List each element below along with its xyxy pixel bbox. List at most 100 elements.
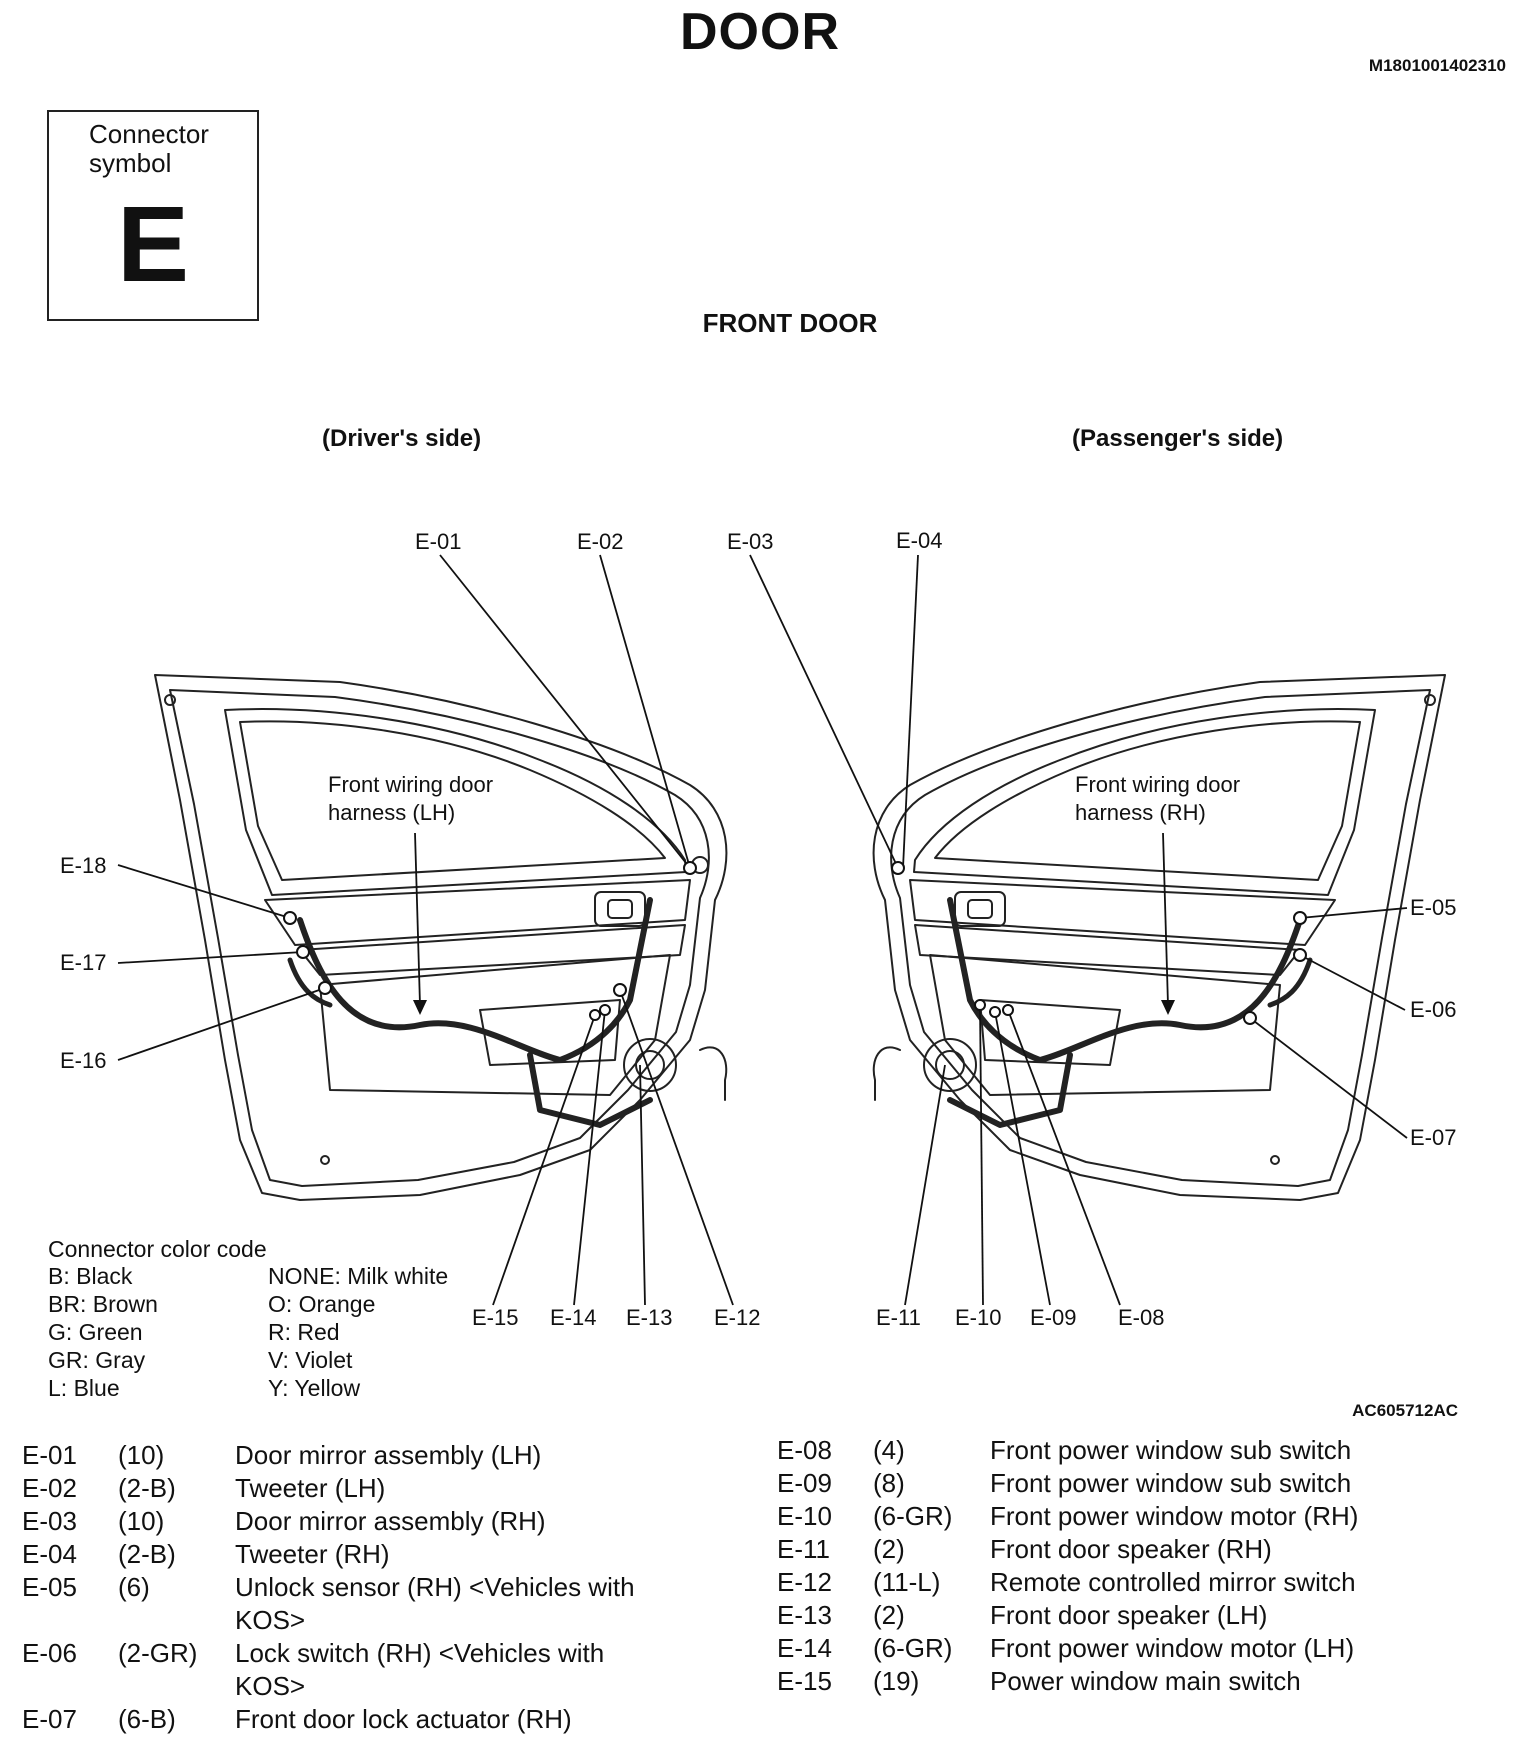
connector-marker [1293,911,1307,925]
connector-desc: Front door speaker (RH) [990,1534,1272,1564]
leader-line [117,951,304,964]
leader-line [573,1009,606,1306]
leader-line [1249,1017,1408,1139]
driver-door-drawing [154,674,728,1201]
color-code-item: Y: Yellow [268,1375,361,1401]
connector-id: E-02 [22,1473,77,1503]
color-code-item: BR: Brown [48,1291,158,1317]
callout-label: E-01 [415,529,461,554]
connector-spec: (2-B) [118,1539,176,1569]
callout-label: E-13 [626,1305,672,1330]
leader-line [639,1064,646,1306]
connector-marker [599,1004,611,1016]
callout-label: E-02 [577,529,623,554]
callout-label: E-10 [955,1305,1001,1330]
connector-spec: (2-B) [118,1473,176,1503]
connector-desc: Front power window motor (RH) [990,1501,1359,1531]
connector-desc: Remote controlled mirror switch [990,1567,1356,1597]
connector-marker [613,983,627,997]
leader-line [902,554,919,869]
connector-id: E-06 [22,1638,77,1668]
color-code-item: NONE: Milk white [268,1263,449,1289]
callout-label: E-08 [1118,1305,1164,1330]
connector-marker [974,999,986,1011]
connector-marker [1002,1004,1014,1016]
color-code-item: O: Orange [268,1291,376,1317]
document-id: M1801001402310 [1368,56,1506,75]
connector-desc: Lock switch (RH) <Vehicles with [235,1638,605,1668]
color-code-item: B: Black [48,1263,133,1289]
leader-line [979,1004,984,1306]
connector-id: E-04 [22,1539,77,1569]
leader-line [492,1014,596,1306]
connector-desc: Tweeter (LH) [235,1473,386,1503]
connector-marker [283,911,297,925]
connector-desc: Front power window sub switch [990,1468,1352,1498]
harness-lh-line2: harness (LH) [328,800,455,825]
callout-label: E-09 [1030,1305,1076,1330]
connector-desc: Power window main switch [990,1666,1301,1696]
callout-label: E-17 [60,950,106,975]
section-title: FRONT DOOR [702,308,878,338]
connector-spec: (6-GR) [873,1501,953,1531]
color-code-item: V: Violet [268,1347,353,1373]
color-code-item: L: Blue [48,1375,120,1401]
leader-line [599,554,691,869]
leader-line [619,989,734,1306]
connector-id: E-12 [777,1567,832,1597]
connector-desc-continued: KOS> [235,1605,306,1635]
driver-side-label: (Driver's side) [322,425,482,452]
callout-label: E-16 [60,1048,106,1073]
connector-desc: Front power window motor (LH) [990,1633,1355,1663]
connector-spec: (19) [873,1666,920,1696]
connector-id: E-09 [777,1468,832,1498]
callout-label: E-06 [1410,997,1456,1022]
connector-spec: (10) [118,1440,165,1470]
leader-line [1007,1009,1121,1306]
connector-symbol-label-line2: symbol [89,148,172,178]
connector-marker [296,945,310,959]
door-wiring-diagram: E-01 E-02 E-03 E-04 E-05 E-06 E-07 E-08 … [60,528,1456,1330]
connector-marker [683,861,697,875]
connector-spec: (8) [873,1468,905,1498]
color-code-item: R: Red [268,1319,340,1345]
connector-spec: (4) [873,1435,905,1465]
color-code-item: GR: Gray [48,1347,146,1373]
leader-line [1299,907,1408,919]
connector-symbol-label: Connector symbol [89,120,209,178]
passenger-door-drawing [872,674,1446,1201]
leader-line [117,864,291,919]
harness-rh-line2: harness (RH) [1075,800,1206,825]
callout-label: E-12 [714,1305,760,1330]
connector-desc: Door mirror assembly (RH) [235,1506,546,1536]
connector-id: E-01 [22,1440,77,1470]
connector-symbol-box: Connector symbol E [47,110,259,321]
callout-label: E-05 [1410,895,1456,920]
connector-marker [1243,1011,1257,1025]
connector-spec: (2) [873,1600,905,1630]
connector-spec: (6-GR) [873,1633,953,1663]
connector-desc: Front door lock actuator (RH) [235,1704,572,1734]
leader-line [1299,954,1406,1011]
connector-marker [989,1006,1001,1018]
harness-rh-line1: Front wiring door [1075,772,1240,797]
color-code-item: G: Green [48,1319,143,1345]
connector-id: E-14 [777,1633,832,1663]
connector-id: E-15 [777,1666,832,1696]
callout-label: E-14 [550,1305,596,1330]
arrow-head [413,1000,427,1015]
callout-label: E-04 [896,528,942,553]
connector-desc: Tweeter (RH) [235,1539,390,1569]
passenger-side-label: (Passenger's side) [1072,425,1284,452]
leader-line [994,1011,1051,1306]
leader-line [439,554,691,869]
callout-label: E-07 [1410,1125,1456,1150]
connector-marker [1293,948,1307,962]
connector-id: E-03 [22,1506,77,1536]
connector-id: E-10 [777,1501,832,1531]
connector-marker [318,981,332,995]
callout-label: E-03 [727,529,773,554]
connector-desc: Unlock sensor (RH) <Vehicles with [235,1572,635,1602]
connector-desc: Front power window sub switch [990,1435,1352,1465]
arrow-head [1161,1000,1175,1015]
